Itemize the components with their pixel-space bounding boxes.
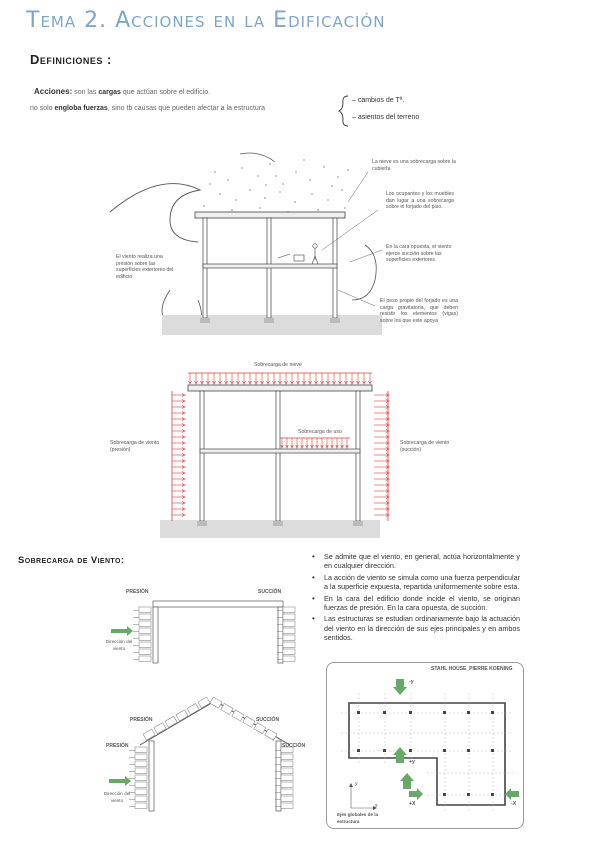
- note-self-weight: El peso propio del forjado es una carga …: [380, 298, 458, 324]
- gable-roof-blocks: [142, 696, 278, 741]
- roof-slab: [194, 211, 346, 219]
- gable-wind-direction-label: Dirección del viento: [103, 791, 131, 803]
- arrow-neg-x-icon: [505, 788, 519, 800]
- wind-direction-arrow: [109, 776, 131, 786]
- plan-neg-x-label: -X: [511, 801, 517, 807]
- arrow-neg-y-icon: [393, 679, 407, 695]
- bullet-1: Se admite que el viento, en general, act…: [312, 552, 520, 571]
- note-suction: En la cara opuesta, el viento ejerce suc…: [386, 244, 452, 264]
- plan-pos-x-label: +X: [409, 801, 416, 807]
- flat-suction-blocks: [277, 606, 296, 662]
- plan-axes-caption: Ejes globales de la estructura: [337, 812, 379, 824]
- flat-wind-direction-label: Dirección del viento: [105, 639, 133, 651]
- gable-roof-suction-label: SUCCIÓN: [256, 717, 280, 723]
- note-snow: La nieve es una sobrecarga sobre la cubi…: [372, 159, 456, 172]
- floor-slab: [202, 263, 338, 269]
- acciones-line: Acciones: son las cargas que actúan sobr…: [34, 87, 211, 96]
- plan-axis-y-label: y: [355, 781, 358, 787]
- arrow-pos-x-icon: [409, 788, 423, 800]
- acciones-line-2: no solo engloba fuerzas, sino tb causas …: [30, 105, 266, 112]
- snow-dots: [203, 159, 349, 215]
- arrow-pos-y-icon: [393, 747, 407, 763]
- ground: [160, 520, 380, 538]
- bullet-3: En la cara del edificio donde incide el …: [312, 594, 520, 613]
- wind-swirl-left: [109, 183, 202, 243]
- building-illustration: [109, 152, 383, 335]
- acciones-label: Acciones:: [34, 87, 73, 96]
- wind-heading: Sobrecarga de Viento:: [18, 555, 125, 566]
- plan-axis-x-label: x: [375, 803, 378, 809]
- flat-roof-wind-diagram: [111, 600, 296, 664]
- bullet-2: La acción de viento se simula como una f…: [312, 573, 520, 592]
- gable-roof-wind-diagram: [109, 696, 294, 812]
- use-load-arrows: [280, 438, 349, 449]
- stahl-house-plan: STAHL HOUSE_PIERRE KOENING -y +y +X -X y: [326, 662, 524, 829]
- snow-load-arrows: [188, 373, 372, 385]
- wind-pressure-label: Sobrecarga de viento (presión): [110, 440, 160, 453]
- bullet-4: Las estructuras se estudian ordinariamen…: [312, 614, 520, 642]
- flat-suction-label: SUCCIÓN: [258, 589, 282, 595]
- plan-pos-y-label: +y: [409, 759, 415, 765]
- wind-pressure-arrows: [172, 393, 186, 517]
- brace-item-2: – asientos del terreno: [352, 114, 420, 121]
- plan-neg-y-label: -y: [409, 679, 414, 685]
- brace-icon: [338, 95, 349, 127]
- gable-pressure-blocks: [129, 746, 148, 809]
- brace-item-1: – cambios de Tª.: [352, 97, 405, 104]
- gable-wall-suction-label: SUCCIÓN: [282, 743, 306, 749]
- wind-suction-label: Sobrecarga de viento (succión): [400, 440, 450, 453]
- plan-drawing: [341, 679, 519, 813]
- use-load-label: Sobrecarga de uso: [298, 429, 342, 435]
- gable-roof-pressure-label: PRESIÓN: [130, 717, 153, 723]
- wind-bullets: Se admite que el viento, en general, act…: [312, 552, 520, 645]
- flat-pressure-blocks: [133, 606, 152, 662]
- ground: [162, 315, 382, 335]
- note-occupants: Los ocupantes y los muebles dan lugar a …: [386, 191, 454, 211]
- note-pressure: El viento realiza una presión sobre las …: [116, 254, 174, 280]
- definitions-heading: Definiciones :: [30, 52, 112, 67]
- flat-pressure-label: PRESIÓN: [126, 589, 149, 595]
- snow-load-label: Sobrecarga de nieve: [254, 362, 302, 368]
- gable-suction-blocks: [275, 746, 294, 809]
- plan-title: STAHL HOUSE_PIERRE KOENING: [431, 666, 513, 672]
- gable-wall-pressure-label: PRESIÓN: [106, 743, 129, 749]
- load-diagram: [160, 372, 390, 538]
- page-title: Tema 2. Acciones en la Edificación: [26, 8, 386, 33]
- chair-icon: [293, 254, 305, 262]
- wind-swirl-right: [351, 244, 377, 301]
- person-icon: [312, 243, 318, 249]
- wind-direction-arrow: [111, 626, 133, 636]
- wind-suction-arrows: [374, 393, 390, 517]
